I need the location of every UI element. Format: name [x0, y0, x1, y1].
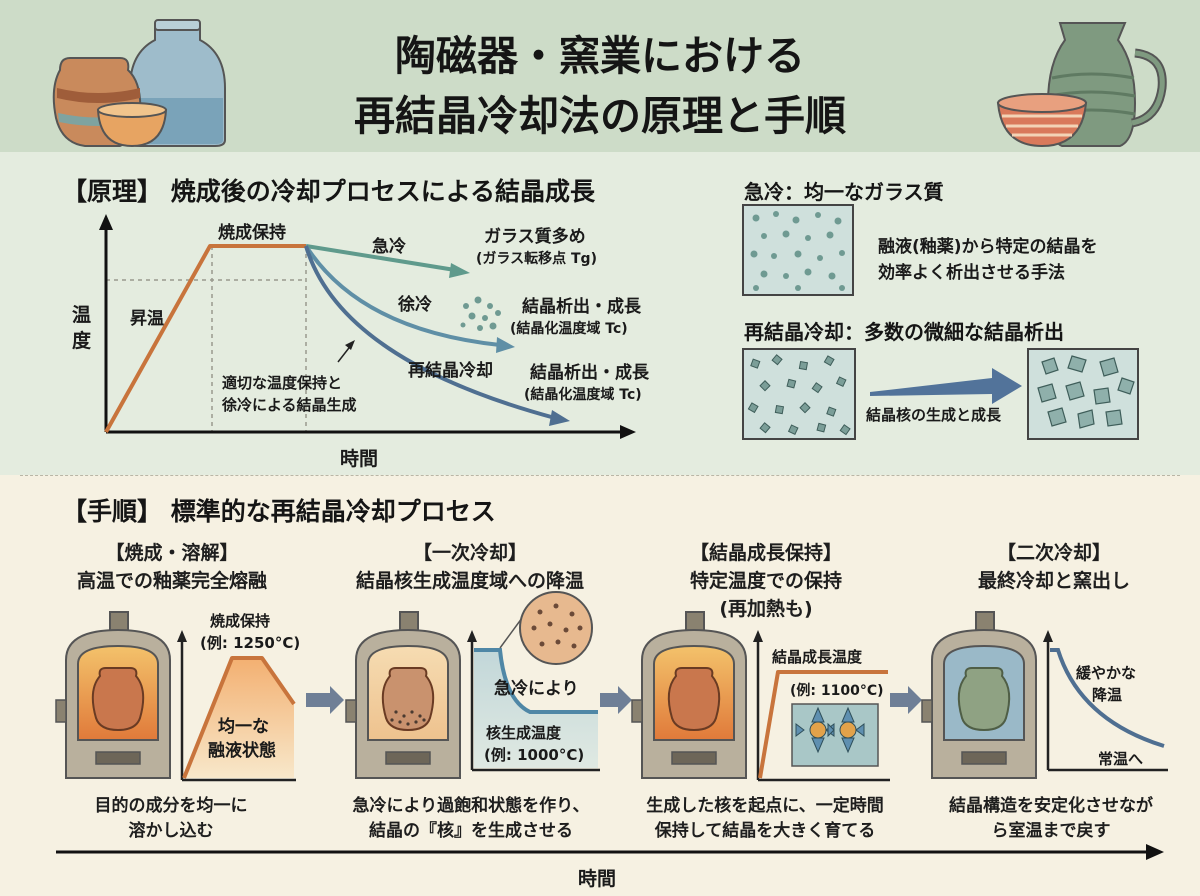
stage-hold-label: 焼成保持 [218, 223, 286, 243]
step-4-title: 【二次冷却】 [996, 542, 1111, 564]
step-2-graph-note-1: 核生成温度 [486, 724, 562, 742]
step-3-graph-sublabel: (例: 1100°C) [790, 683, 884, 699]
heating-hold-line [104, 244, 306, 433]
step-1-graph-label: 焼成保持 [210, 612, 271, 630]
slow-cooling-arrow [496, 337, 515, 353]
timeline-arrow [1146, 844, 1164, 860]
timeline-label: 時間 [578, 868, 617, 890]
recryst-panel-heading: 再結晶冷却：多数の微細な結晶析出 [744, 320, 1064, 344]
fast-panel-desc-1: 融液(釉薬)から特定の結晶を [878, 237, 1098, 257]
recryst-arrow-label: 結晶核の生成と成長 [866, 406, 1002, 424]
kiln-3-icon [631, 611, 747, 779]
step-3-description: 生成した核を起点に、一定時間 保持して結晶を大きく育てる [620, 794, 910, 844]
principle-section [0, 152, 1200, 475]
slow-result-sublabel: (結晶化温度域 Tc) [510, 321, 628, 337]
step-arrow-2 [600, 686, 632, 714]
procedure-heading: 【手順】 標準的な再結晶冷却プロセス [62, 497, 496, 526]
step-3-title: 【結晶成長保持】 [689, 542, 842, 564]
step-4-subtitle: 最終冷却と窯出し [977, 570, 1130, 592]
x-axis-label: 時間 [340, 448, 379, 470]
fast-panel-heading: 急冷：均一なガラス質 [744, 180, 944, 204]
step-2-description: 急冷により過飽和状態を作り、 結晶の『核』を生成させる [326, 794, 616, 844]
step-2-graph-note-2: (例: 1000°C) [484, 746, 585, 764]
kiln-1-icon [55, 611, 171, 779]
step-4-desc-line-1: 結晶構造を安定化させなが [949, 796, 1153, 816]
annotation-line-2: 徐冷による結晶生成 [222, 396, 357, 414]
step-1-graph-note-1: 均一な [218, 717, 269, 737]
step-arrow-3 [890, 686, 922, 714]
glass-result-label: ガラス質多め [484, 227, 586, 247]
step-1-desc-line-2: 溶かし込む [128, 821, 214, 841]
step-2-desc-line-2: 結晶の『核』を生成させる [369, 821, 573, 841]
fast-cooling-curve [305, 244, 456, 272]
step-4-description: 結晶構造を安定化させなが ら室温まで戻す [906, 794, 1196, 844]
recryst-result-sublabel: (結晶化温度域 Tc) [524, 387, 642, 403]
recryst-cooling-label: 再結晶冷却 [408, 361, 493, 381]
step-1-graph-sublabel: (例: 1250°C) [200, 634, 301, 652]
step-4-desc-line-2: ら室温まで戻す [991, 821, 1111, 841]
x-axis-arrow [620, 425, 636, 439]
annotation-line-1: 適切な温度保持と [222, 374, 343, 392]
pottery-right-icon [996, 22, 1167, 148]
stage-heating-label: 昇温 [130, 309, 164, 329]
step-3-subtitle-2: (再加熱も) [719, 598, 813, 620]
pottery-left-icon [52, 19, 226, 148]
slow-cooling-label: 徐冷 [398, 295, 432, 315]
step-2-title: 【一次冷却】 [412, 542, 527, 564]
step-3-desc-line-2: 保持して結晶を大きく育てる [654, 821, 876, 841]
step-4-graph-note: 常温へ [1098, 750, 1144, 768]
step-1-description: 目的の成分を均一に 溶かし込む [26, 794, 316, 844]
growth-arrow [870, 368, 1022, 404]
glass-result-sublabel: (ガラス転移点 Tg) [476, 251, 597, 267]
step-1-subtitle: 高温での釉薬完全熔融 [76, 570, 267, 592]
fast-panel-desc-2: 効率よく析出させる手法 [878, 263, 1065, 283]
y-axis-label-2: 度 [72, 330, 92, 352]
recryst-cooling-arrow [549, 410, 570, 426]
fast-cooling-arrow [449, 263, 470, 278]
recryst-structure-icon [742, 348, 1139, 440]
kiln-2-icon [345, 611, 461, 779]
step-2-graph-label: 急冷により [494, 679, 579, 699]
step-3-graph-label: 結晶成長温度 [772, 648, 863, 666]
step-4-graph-label-1: 緩やかな [1076, 664, 1137, 682]
step-2-desc-line-1: 急冷により過飽和状態を作り、 [352, 796, 590, 816]
step-4-graph-label-2: 降温 [1092, 686, 1123, 704]
principle-heading: 【原理】 焼成後の冷却プロセスによる結晶成長 [62, 177, 595, 206]
y-axis-arrow [99, 214, 113, 230]
step-3-subtitle: 特定温度での保持 [689, 570, 842, 592]
glass-structure-icon [742, 204, 854, 296]
crystal-growth-icon [791, 703, 879, 767]
y-axis-label-1: 温 [72, 304, 92, 326]
title-line-2: 再結晶冷却法の原理と手順 [354, 92, 846, 140]
kiln-4-icon [921, 611, 1037, 779]
step-1-desc-line-1: 目的の成分を均一に [94, 796, 248, 816]
step-arrow-1 [306, 686, 344, 714]
step-1-title: 【焼成・溶解】 [105, 542, 239, 564]
fast-cooling-label: 急冷 [372, 237, 406, 257]
step-1-graph-note-2: 融液状態 [208, 741, 276, 761]
recryst-result-label: 結晶析出・成長 [530, 363, 649, 383]
slow-result-label: 結晶析出・成長 [522, 297, 641, 317]
title-line-1: 陶磁器・窯業における [395, 32, 805, 80]
slow-cooling-curve [304, 244, 501, 347]
section-divider [20, 475, 1180, 476]
step-2-subtitle: 結晶核生成温度域への降温 [355, 570, 584, 592]
step-3-desc-line-1: 生成した核を起点に、一定時間 [646, 796, 884, 816]
recryst-cooling-curve [304, 245, 556, 420]
